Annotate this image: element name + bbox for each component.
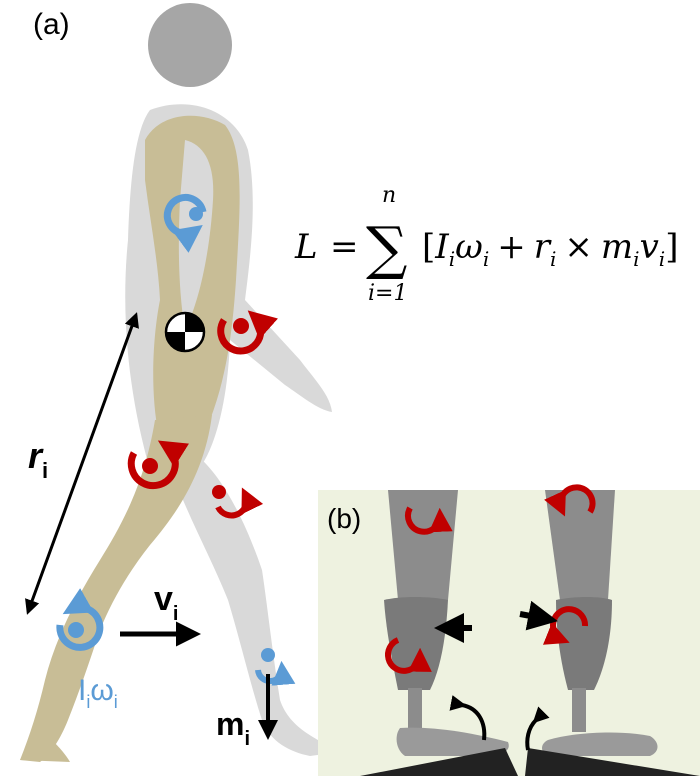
right-pylon [572,688,586,732]
rotation-icon-pelvis [217,310,278,355]
rotation-icon-upper-torso [163,194,207,253]
walking-human-figure [20,3,340,762]
force-arrow-right [519,600,558,631]
position-vector-label: ri [28,435,48,483]
equation-lhs: L [294,227,318,267]
equation-sigma: ∑ [366,214,407,282]
ankle-rotation-left [449,695,487,741]
panel-b-background [318,490,700,776]
inertia-omega-label: Iiωi [78,674,118,712]
center-of-mass-icon [164,311,206,353]
left-socket [384,597,448,690]
rotation-icon-right-shank [542,606,588,645]
stance-foot [20,738,70,762]
ankle-rotation-right [525,706,550,751]
angular-momentum-equation: L = ∑ n i=1 [Iiωi+ri×mivi] [294,183,678,306]
equation-equals: = [330,227,359,267]
equation-upper-limit: n [382,183,396,208]
left-thigh [388,490,458,600]
rotation-icon-left-thigh [405,506,453,535]
rotation-icon-left-shank [385,637,432,674]
rotation-icon-right-thigh [544,484,596,517]
right-socket [556,597,612,690]
panel-b: (b) [318,484,700,776]
mass-label: mi [216,706,250,750]
panel-a-label: (a) [33,8,70,41]
right-prosthetic-foot [542,732,658,756]
position-vector-arrow [25,312,139,615]
right-ground-wedge [525,748,700,776]
swing-leg [175,450,340,756]
panel-b-label: (b) [327,503,361,534]
rotation-icon-foot [255,648,296,686]
head [148,3,232,87]
left-prosthetic-foot [396,727,509,756]
equation-body: [Iiωi+ri×mivi] [422,227,678,271]
left-ground-wedge [360,748,518,776]
equation-lower-limit: i=1 [368,281,407,306]
left-pylon [408,688,422,732]
right-thigh [545,490,615,600]
velocity-label: vi [154,580,178,625]
rotation-icon-swing-thigh [212,485,264,519]
